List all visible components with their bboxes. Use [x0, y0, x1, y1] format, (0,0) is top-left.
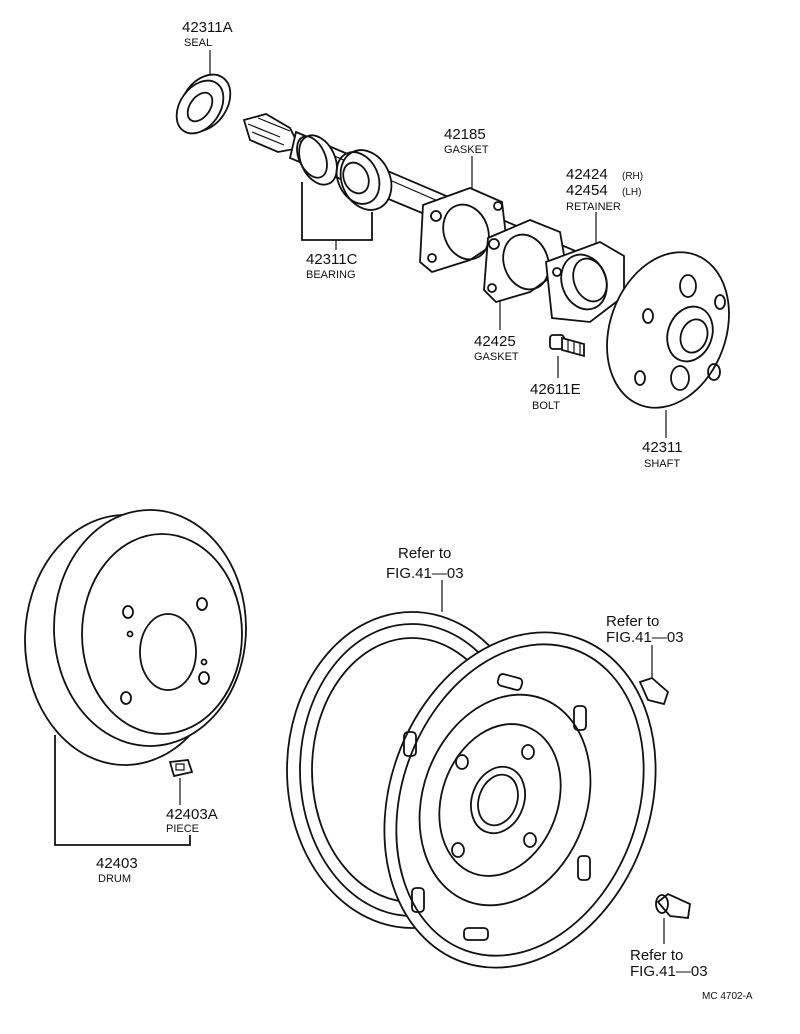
shaft-number: 42311 [642, 439, 683, 456]
retainer-label: RETAINER [566, 201, 621, 213]
ref-wheel-line1: Refer to [398, 545, 451, 562]
bolt-label: BOLT [532, 400, 560, 412]
seal-label: SEAL [184, 37, 212, 49]
shaft-flange-part [606, 251, 730, 409]
bolt-number: 42611E [530, 381, 581, 398]
bearing-bracket [301, 182, 373, 241]
drum-label: DRUM [98, 873, 131, 885]
ref-wheel-line2: FIG.41—03 [386, 565, 464, 582]
bearing-label: BEARING [306, 269, 356, 281]
ref-nut-line1: Refer to [630, 947, 683, 964]
nut-part [655, 892, 691, 919]
drum-part [24, 509, 247, 766]
ref-clip-line1: Refer to [606, 613, 659, 630]
retainer-number-lh: 42454 [566, 182, 608, 199]
retainer-number-rh: 42424 [566, 166, 608, 183]
ref-clip-line2: FIG.41—03 [606, 629, 684, 646]
bolt-part [549, 334, 585, 358]
gasket-a-label: GASKET [444, 144, 489, 156]
shaft-label: SHAFT [644, 458, 680, 470]
ref-nut-line2: FIG.41—03 [630, 963, 708, 980]
drum-bracket [54, 735, 191, 846]
gasket-a-number: 42185 [444, 126, 486, 143]
piece-label: PIECE [166, 823, 199, 835]
piece-number: 42403A [166, 806, 218, 823]
gasket-b-part [483, 219, 567, 304]
piece-part [168, 759, 194, 778]
gasket-b-label: GASKET [474, 351, 519, 363]
gasket-b-number: 42425 [474, 333, 516, 350]
bearing-part [296, 134, 393, 211]
drum-number: 42403 [96, 855, 138, 872]
seal-number: 42311A [182, 19, 233, 36]
bearing-number: 42311C [306, 251, 358, 268]
retainer-side-lh: (LH) [622, 187, 641, 198]
retainer-side-rh: (RH) [622, 171, 643, 182]
diagram-code: MC 4702-A [702, 991, 753, 1002]
wheel-part [286, 611, 657, 969]
seal-part [175, 73, 232, 135]
clip-part [638, 676, 670, 706]
